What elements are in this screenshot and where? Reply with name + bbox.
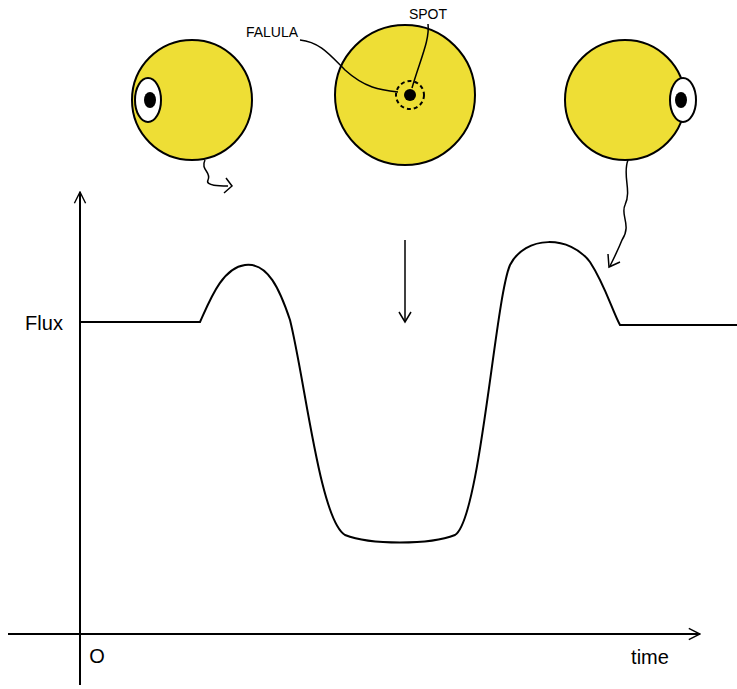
pointer-arrow (610, 160, 628, 266)
star-disk (565, 40, 685, 160)
pointer-arrow (204, 160, 228, 186)
facula-region (135, 78, 161, 122)
star-disk (132, 40, 252, 160)
axis-label: time (631, 647, 669, 667)
origin-label: O (89, 646, 105, 666)
leader-line (412, 24, 428, 88)
facula-region (396, 81, 424, 109)
flux-curve (80, 242, 737, 542)
spot (144, 92, 156, 108)
pointer-arrow (224, 178, 232, 193)
spot (404, 89, 416, 101)
leader-line (300, 40, 398, 92)
pointer-arrow (404, 240, 406, 322)
star-disk (335, 25, 475, 165)
spot (675, 92, 687, 108)
part-label: SPOT (409, 7, 447, 21)
flux-axis (79, 192, 81, 685)
facula-region (670, 78, 696, 122)
axis-label: Flux (25, 313, 63, 333)
time-axis (8, 633, 700, 635)
part-label: FALULA (246, 25, 298, 39)
pointer-arrow (608, 254, 620, 267)
pointer-arrow (399, 312, 411, 322)
